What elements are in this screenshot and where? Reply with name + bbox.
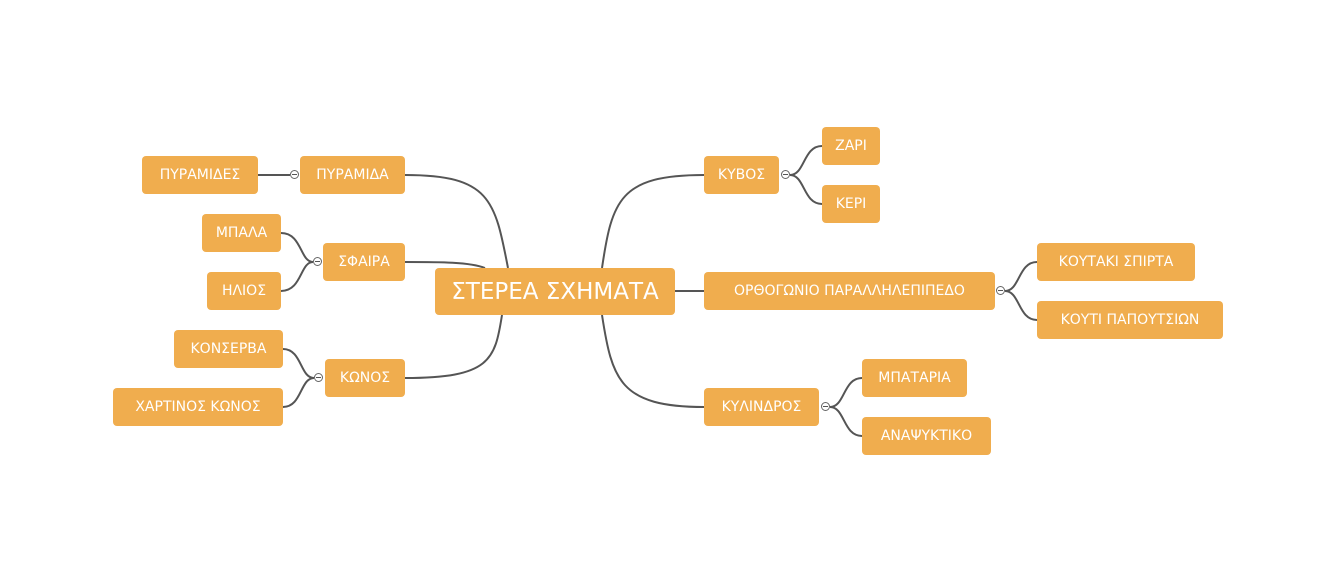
collapse-icon[interactable] (290, 170, 299, 179)
subtopic[interactable]: ΠΥΡΑΜΙΔΕΣ (142, 156, 258, 194)
subtopic[interactable]: ΖΑΡΙ (822, 127, 880, 165)
subtopic[interactable]: ΚΟΥΤΙ ΠΑΠΟΥΤΣΙΩΝ (1037, 301, 1223, 339)
collapse-icon[interactable] (314, 373, 323, 382)
topic-kylindros[interactable]: ΚΥΛΙΝΔΡΟΣ (704, 388, 819, 426)
topic-orthogonio[interactable]: ΟΡΘΟΓΩΝΙΟ ΠΑΡΑΛΛΗΛΕΠΙΠΕΔΟ (704, 272, 995, 310)
subtopic[interactable]: ΜΠΑΛΑ (202, 214, 281, 252)
topic-kyvos[interactable]: ΚΥΒΟΣ (704, 156, 779, 194)
topic-konos[interactable]: ΚΩΝΟΣ (325, 359, 405, 397)
collapse-icon[interactable] (781, 170, 790, 179)
subtopic[interactable]: ΚΕΡΙ (822, 185, 880, 223)
topic-sfaira[interactable]: ΣΦΑΙΡΑ (323, 243, 405, 281)
collapse-icon[interactable] (821, 402, 830, 411)
subtopic[interactable]: ΑΝΑΨΥΚΤΙΚΟ (862, 417, 991, 455)
central-topic[interactable]: ΣΤΕΡΕΑ ΣΧΗΜΑΤΑ (435, 268, 675, 315)
subtopic[interactable]: ΜΠΑΤΑΡΙΑ (862, 359, 967, 397)
subtopic[interactable]: ΧΑΡΤΙΝΟΣ ΚΩΝΟΣ (113, 388, 283, 426)
subtopic[interactable]: ΚΟΝΣΕΡΒΑ (174, 330, 283, 368)
topic-pyramida[interactable]: ΠΥΡΑΜΙΔΑ (300, 156, 405, 194)
subtopic[interactable]: ΚΟΥΤΑΚΙ ΣΠΙΡΤΑ (1037, 243, 1195, 281)
subtopic[interactable]: ΗΛΙΟΣ (207, 272, 281, 310)
collapse-icon[interactable] (996, 286, 1005, 295)
collapse-icon[interactable] (313, 257, 322, 266)
